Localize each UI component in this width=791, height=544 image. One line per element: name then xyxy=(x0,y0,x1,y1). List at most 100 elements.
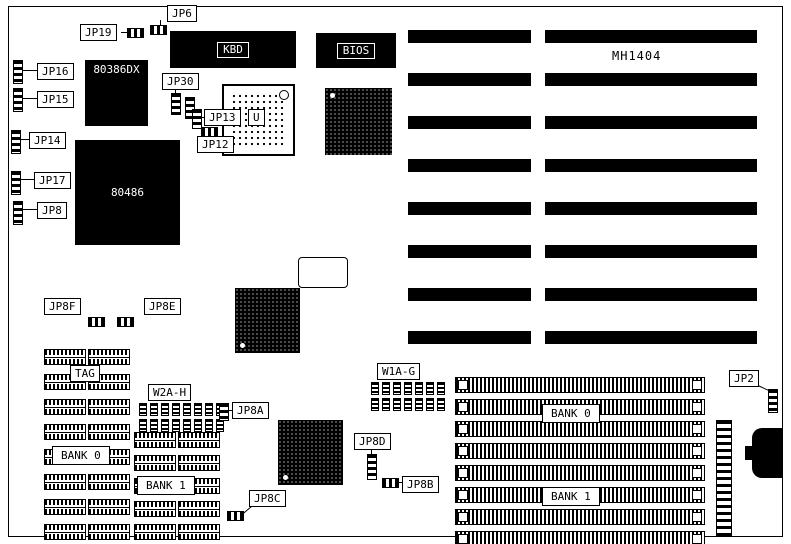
jumper-block xyxy=(194,419,202,432)
isa-slots-right-column xyxy=(545,30,757,344)
isa-slot-segment xyxy=(545,202,757,215)
jp8d-label: JP8D xyxy=(354,433,391,450)
w1ag-jumper-grid xyxy=(371,382,445,411)
jp8-label: JP8 xyxy=(37,202,67,219)
simm-socket xyxy=(455,531,705,544)
jumper-block xyxy=(371,382,379,395)
dip-bank0-label: BANK 0 xyxy=(52,446,110,465)
jp8a-jumper xyxy=(219,403,229,421)
dip-socket xyxy=(178,501,220,517)
jumper-block xyxy=(150,419,158,432)
jp30-label: JP30 xyxy=(162,73,199,90)
jumper-block xyxy=(205,419,213,432)
dip-socket xyxy=(44,424,86,440)
jumper-block xyxy=(150,403,158,416)
jp30-jumper-2 xyxy=(185,97,195,119)
isa-slot-segment xyxy=(545,288,757,301)
cpu-80486-label: 80486 xyxy=(110,186,145,199)
isa-slot-segment xyxy=(545,159,757,172)
jp19-label: JP19 xyxy=(80,24,117,41)
simm-socket xyxy=(455,509,705,525)
jp14-label: JP14 xyxy=(29,132,66,149)
isa-slot-segment xyxy=(408,116,531,129)
jumper-block xyxy=(161,419,169,432)
cpu-80386dx-label: 80386DX xyxy=(93,63,140,76)
jumper-block xyxy=(183,403,191,416)
pga-chip-middle xyxy=(235,288,300,353)
dip-socket xyxy=(134,432,176,448)
isa-slot-segment xyxy=(545,30,757,43)
dip-socket xyxy=(178,524,220,540)
jumper-block xyxy=(437,382,445,395)
jp13-label: JP13 xyxy=(204,109,241,126)
bios-chip: BIOS xyxy=(316,33,396,68)
jumper-block xyxy=(426,382,434,395)
jumper-block xyxy=(393,382,401,395)
jumper-block xyxy=(437,398,445,411)
dip-socket xyxy=(178,455,220,471)
dip-socket xyxy=(88,474,130,490)
dip-socket xyxy=(134,455,176,471)
dip-socket xyxy=(44,399,86,415)
jumper-block xyxy=(393,398,401,411)
jp15-label: JP15 xyxy=(37,91,74,108)
jp14-jumper xyxy=(11,130,21,154)
simm-socket xyxy=(455,465,705,481)
jp8b-jumper xyxy=(382,478,399,488)
jp2-jumper xyxy=(768,389,778,413)
oscillator xyxy=(298,257,348,288)
jp15-jumper xyxy=(13,88,23,112)
jp14-callout-line xyxy=(18,139,30,140)
pin1-dot xyxy=(283,475,288,480)
jp8-jumper xyxy=(13,201,23,225)
board-model-text: MH1404 xyxy=(612,49,662,63)
dip-socket xyxy=(88,349,130,365)
pga-chip-top xyxy=(325,88,392,155)
jumper-block xyxy=(172,419,180,432)
jp8b-label: JP8B xyxy=(402,476,439,493)
isa-slot-segment xyxy=(545,73,757,86)
jp8c-label: JP8C xyxy=(249,490,286,507)
jumper-block xyxy=(404,398,412,411)
power-connector xyxy=(716,420,732,537)
jp6-callout-line xyxy=(160,20,161,26)
dip-bank1-column-2 xyxy=(178,432,220,540)
isa-slot-segment xyxy=(408,159,531,172)
keyboard-controller-chip: KBD xyxy=(170,31,296,68)
cpu-80486-chip: 80486 xyxy=(75,140,180,245)
jp13-callout-line xyxy=(199,117,205,118)
dip-socket xyxy=(44,524,86,540)
simm-socket xyxy=(455,377,705,393)
jumper-block xyxy=(139,419,147,432)
jumper-row xyxy=(139,403,224,416)
dip-socket xyxy=(44,474,86,490)
jumper-block xyxy=(382,382,390,395)
jp19-callout-line xyxy=(121,32,128,33)
jp6-jumper xyxy=(150,25,167,35)
kbd-chip-label: KBD xyxy=(217,41,249,58)
dip-socket xyxy=(44,349,86,365)
w1ag-label: W1A-G xyxy=(377,363,421,380)
jp8d-callout-line xyxy=(371,449,372,455)
bios-chip-label: BIOS xyxy=(336,42,376,59)
jumper-block xyxy=(205,403,213,416)
isa-slot-segment xyxy=(408,245,531,258)
jp16-callout-line xyxy=(20,70,38,71)
jp30-jumper-1 xyxy=(171,93,181,115)
dip-socket xyxy=(88,399,130,415)
jp8e-jumper xyxy=(117,317,134,327)
jumper-block xyxy=(426,398,434,411)
jumper-block xyxy=(415,382,423,395)
simm-socket xyxy=(455,421,705,437)
jumper-row xyxy=(371,382,445,395)
w2ah-jumper-grid xyxy=(139,403,224,432)
jumper-block xyxy=(161,403,169,416)
simm-bank0-label: BANK 0 xyxy=(542,404,600,423)
dip-socket xyxy=(44,499,86,515)
jp6-label: JP6 xyxy=(167,5,197,22)
jp12-label: JP12 xyxy=(197,136,234,153)
board-outline xyxy=(8,6,783,537)
jumper-row xyxy=(371,398,445,411)
jp8e-label: JP8E xyxy=(144,298,181,315)
